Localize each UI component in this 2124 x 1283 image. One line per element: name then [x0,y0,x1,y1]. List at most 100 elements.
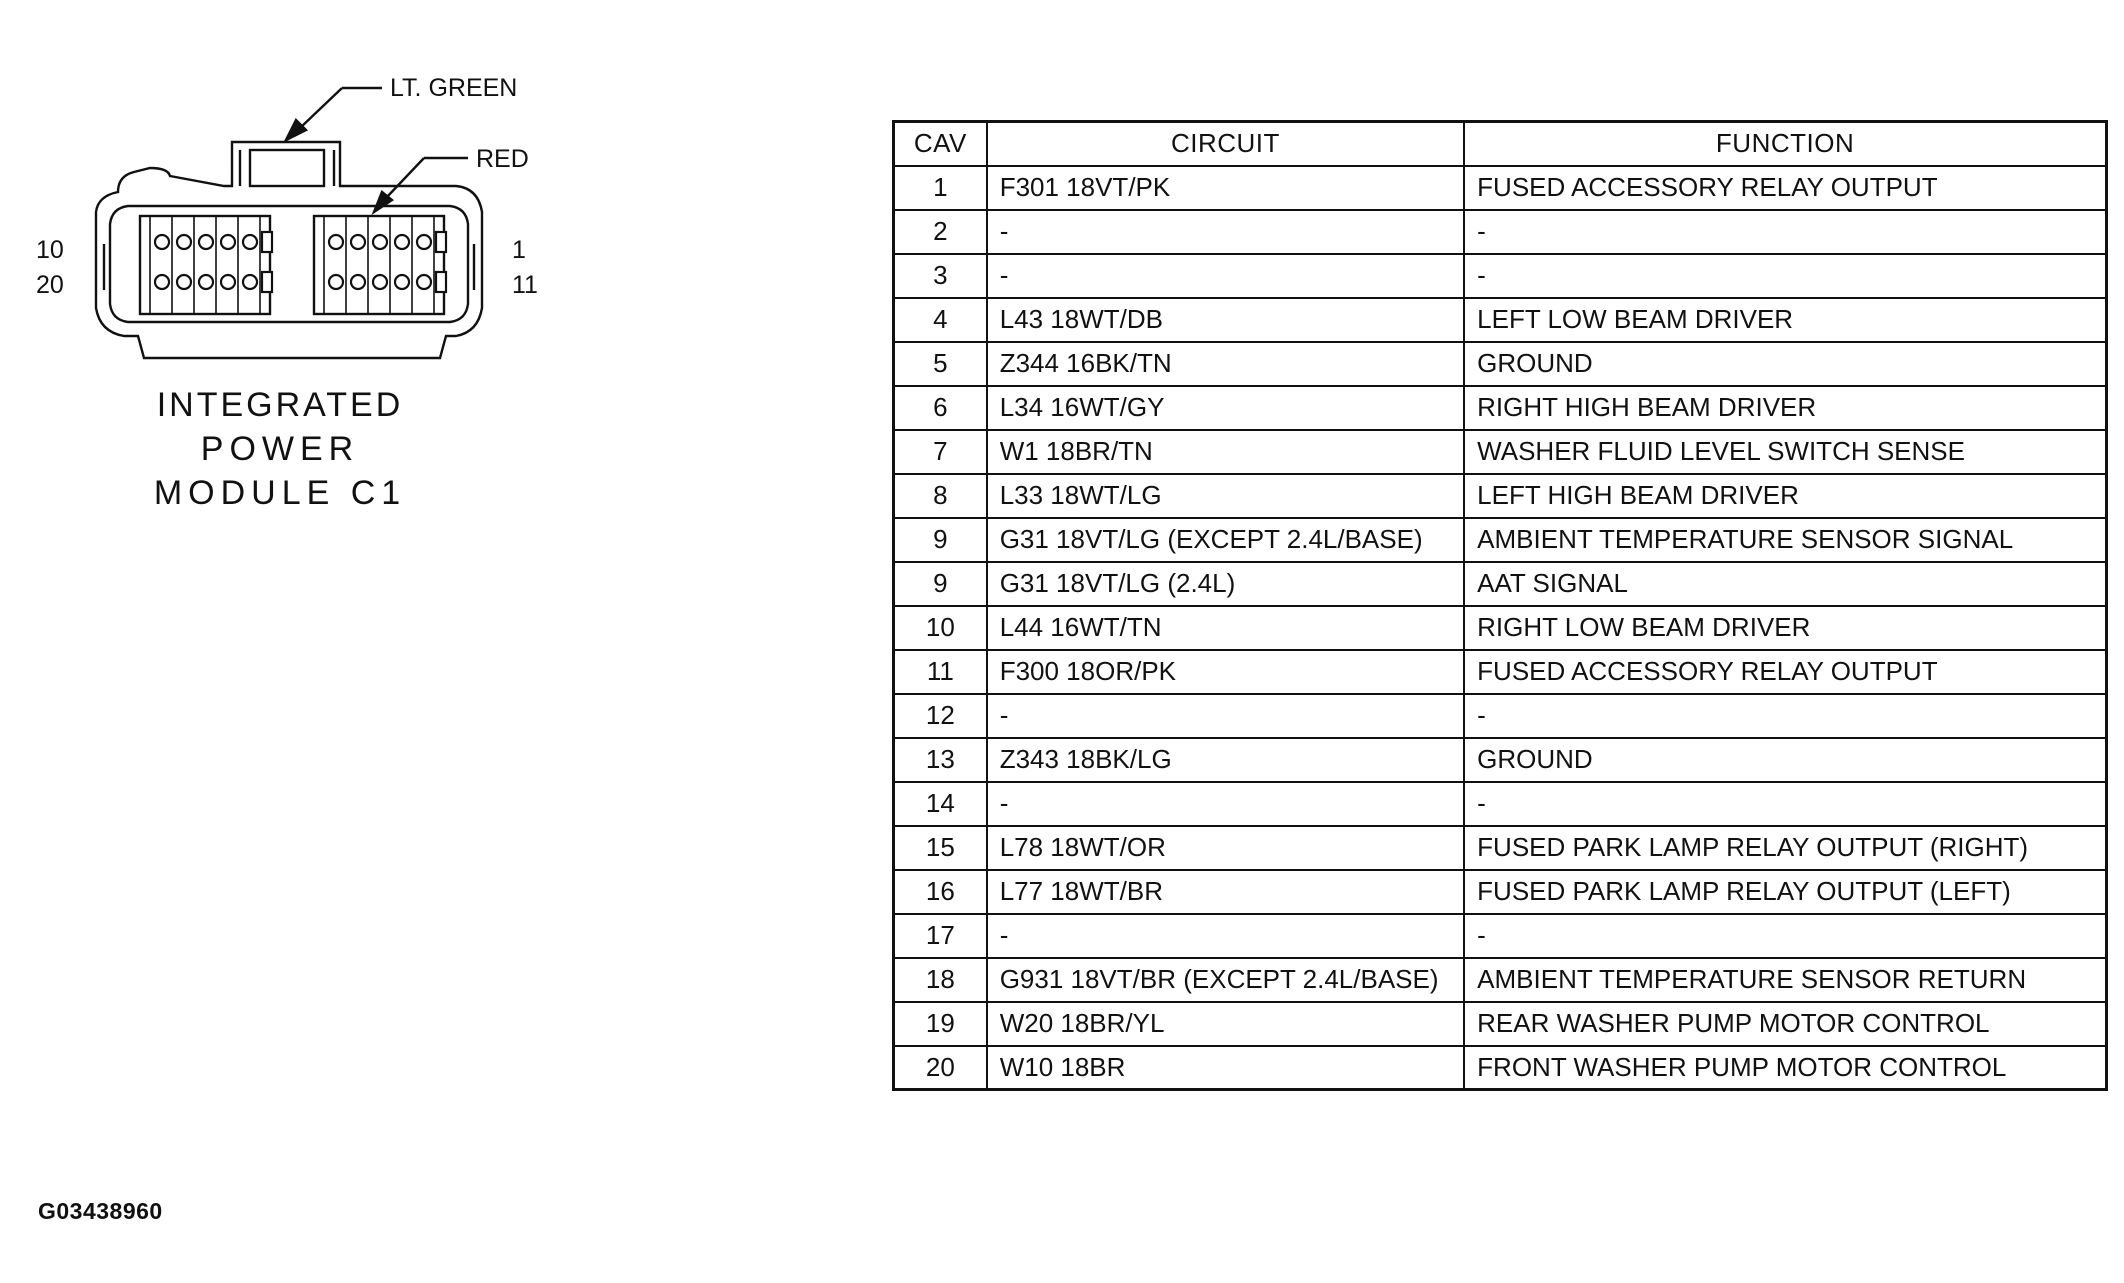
table-header-row: CAV CIRCUIT FUNCTION [892,120,2108,167]
cell-function: GROUND [1463,736,2108,783]
terminal-pin [241,233,259,251]
cell-function: - [1463,252,2108,299]
header-cav: CAV [892,120,988,167]
cell-cav: 2 [892,208,988,255]
cell-circuit: - [985,692,1466,739]
header-circuit: CIRCUIT [985,120,1466,167]
cell-circuit: L78 18WT/OR [985,824,1466,871]
cell-cav: 14 [892,780,988,827]
cell-function: AMBIENT TEMPERATURE SENSOR SIGNAL [1463,516,2108,563]
terminal-pin [153,233,171,251]
cell-cav: 16 [892,868,988,915]
cell-circuit: Z343 18BK/LG [985,736,1466,783]
pin-number-top-left: 10 [36,236,64,264]
cell-cav: 7 [892,428,988,475]
cell-cav: 10 [892,604,988,651]
connector-name-line-2: POWER [201,430,359,468]
terminal-pin [327,233,345,251]
cavity-pins [153,230,448,294]
cell-cav: 19 [892,1000,988,1047]
row-end-tab [434,270,448,294]
cell-circuit: L34 16WT/GY [985,384,1466,431]
terminal-pin [197,273,215,291]
lt-green-arrowhead [283,117,309,143]
cell-cav: 1 [892,164,988,211]
cell-cav: 3 [892,252,988,299]
terminal-pin [153,273,171,291]
table-row: 2-- [892,208,2108,255]
cell-function: FUSED ACCESSORY RELAY OUTPUT [1463,648,2108,695]
cell-circuit: L33 18WT/LG [985,472,1466,519]
connector-name-line-1: INTEGRATED [157,386,404,424]
row-end-tab [260,230,274,254]
cell-function: - [1463,780,2108,827]
terminal-pin [241,273,259,291]
cell-cav: 11 [892,648,988,695]
row-end-tab [260,270,274,294]
cell-function: AAT SIGNAL [1463,560,2108,607]
table-row: 17-- [892,912,2108,959]
latch [248,148,326,188]
cell-function: FUSED ACCESSORY RELAY OUTPUT [1463,164,2108,211]
cell-cav: 17 [892,912,988,959]
cell-circuit: - [985,252,1466,299]
cell-cav: 18 [892,956,988,1003]
cell-function: - [1463,912,2108,959]
pin-number-bottom-right: 11 [512,271,538,299]
terminal-pin [197,233,215,251]
terminal-pin [393,233,411,251]
terminal-pin [415,273,433,291]
cell-function: LEFT LOW BEAM DRIVER [1463,296,2108,343]
terminal-pin [175,273,193,291]
terminal-pin [415,233,433,251]
terminal-pin [219,273,237,291]
table-row: 3-- [892,252,2108,299]
row-end-tab [434,230,448,254]
connector-diagram: LT. GREEN RED 10 20 1 11 INTEGRATED POWE… [36,74,538,512]
terminal-pin [371,273,389,291]
wire-color-label-lt-green: LT. GREEN [390,74,517,102]
cell-cav: 13 [892,736,988,783]
cell-function: WASHER FLUID LEVEL SWITCH SENSE [1463,428,2108,475]
cell-function: FRONT WASHER PUMP MOTOR CONTROL [1463,1044,2108,1091]
cell-circuit: G31 18VT/LG (2.4L) [985,560,1466,607]
cell-circuit: L77 18WT/BR [985,868,1466,915]
cell-function: AMBIENT TEMPERATURE SENSOR RETURN [1463,956,2108,1003]
cell-cav: 5 [892,340,988,387]
cell-cav: 20 [892,1044,988,1091]
cell-circuit: - [985,780,1466,827]
cell-function: GROUND [1463,340,2108,387]
cell-function: RIGHT HIGH BEAM DRIVER [1463,384,2108,431]
terminal-pin [393,273,411,291]
cell-circuit: G931 18VT/BR (EXCEPT 2.4L/BASE) [985,956,1466,1003]
cell-circuit: L44 16WT/TN [985,604,1466,651]
cell-circuit: W1 18BR/TN [985,428,1466,475]
cell-function: FUSED PARK LAMP RELAY OUTPUT (RIGHT) [1463,824,2108,871]
cell-circuit: L43 18WT/DB [985,296,1466,343]
cell-function: RIGHT LOW BEAM DRIVER [1463,604,2108,651]
terminal-pin [327,273,345,291]
cell-circuit: W20 18BR/YL [985,1000,1466,1047]
red-arrowhead [371,190,395,216]
figure-id: G03438960 [38,1198,163,1224]
cell-circuit: - [985,208,1466,255]
table-row: 12-- [892,692,2108,739]
pin-number-top-right: 1 [512,236,526,264]
pin-number-bottom-left: 20 [36,271,64,299]
cell-cav: 12 [892,692,988,739]
connector-name-line-3: MODULE C1 [154,474,406,512]
header-function: FUNCTION [1463,120,2108,167]
cell-function: - [1463,208,2108,255]
terminal-pin [175,233,193,251]
